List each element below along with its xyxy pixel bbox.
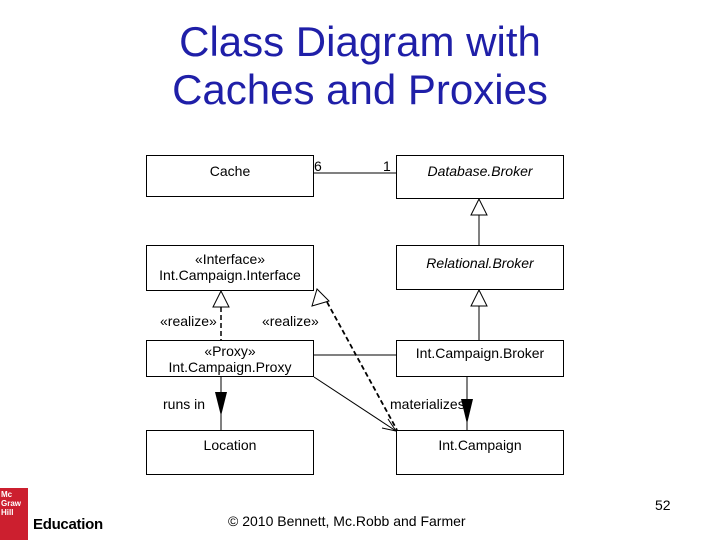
materializes-arrowhead — [461, 399, 473, 424]
logo-text: Education — [33, 516, 103, 533]
class-int-campaign-name: Int.Campaign — [438, 437, 522, 453]
materializes-label: materializes — [390, 396, 465, 412]
class-proxy-stereotype: «Proxy» — [204, 343, 256, 359]
page-number: 52 — [655, 497, 671, 513]
class-int-campaign-broker-name: Int.Campaign.Broker — [415, 345, 545, 361]
class-interface-stereotype: «Interface» — [194, 251, 266, 267]
realize-label-right: «realize» — [262, 313, 319, 329]
multiplicity-cache: 6 — [314, 158, 322, 174]
class-location[interactable]: Location — [146, 430, 314, 475]
association-proxy-campaign — [313, 376, 397, 432]
class-relational-broker[interactable]: Relational.Broker — [396, 245, 564, 290]
slide-title: Class Diagram with Caches and Proxies — [0, 18, 720, 114]
class-location-name: Location — [203, 437, 257, 453]
class-int-campaign-interface[interactable]: «Interface» Int.Campaign.Interface — [146, 245, 314, 291]
class-interface-name: Int.Campaign.Interface — [159, 267, 301, 283]
realization-arrowhead-campaign — [311, 288, 330, 307]
class-database-broker[interactable]: Database.Broker — [396, 155, 564, 199]
runs-in-arrowhead — [215, 392, 227, 416]
class-int-campaign-broker[interactable]: Int.Campaign.Broker — [396, 340, 564, 377]
title-line-2: Caches and Proxies — [172, 66, 548, 113]
title-line-1: Class Diagram with — [179, 18, 541, 65]
realization-arrowhead-proxy — [212, 289, 230, 308]
runs-in-label: runs in — [163, 396, 206, 412]
copyright: © 2010 Bennett, Mc.Robb and Farmer — [228, 513, 466, 529]
class-database-broker-name: Database.Broker — [427, 163, 533, 179]
mcgraw-hill-logo: Mc Graw Hill Education — [0, 488, 110, 540]
realize-label-left: «realize» — [160, 313, 217, 329]
class-int-campaign-proxy[interactable]: «Proxy» Int.Campaign.Proxy — [146, 340, 314, 377]
class-int-campaign[interactable]: Int.Campaign — [396, 430, 564, 475]
class-relational-broker-name: Relational.Broker — [426, 255, 534, 271]
generalization-arrowhead-database — [470, 197, 488, 216]
realization-line-campaign — [326, 301, 398, 431]
logo-mark: Mc Graw Hill — [0, 488, 28, 540]
class-cache[interactable]: Cache — [146, 155, 314, 197]
generalization-arrowhead-relational — [470, 288, 488, 307]
multiplicity-broker: 1 — [383, 158, 391, 174]
class-proxy-name: Int.Campaign.Proxy — [168, 359, 292, 375]
class-cache-name: Cache — [209, 163, 251, 179]
